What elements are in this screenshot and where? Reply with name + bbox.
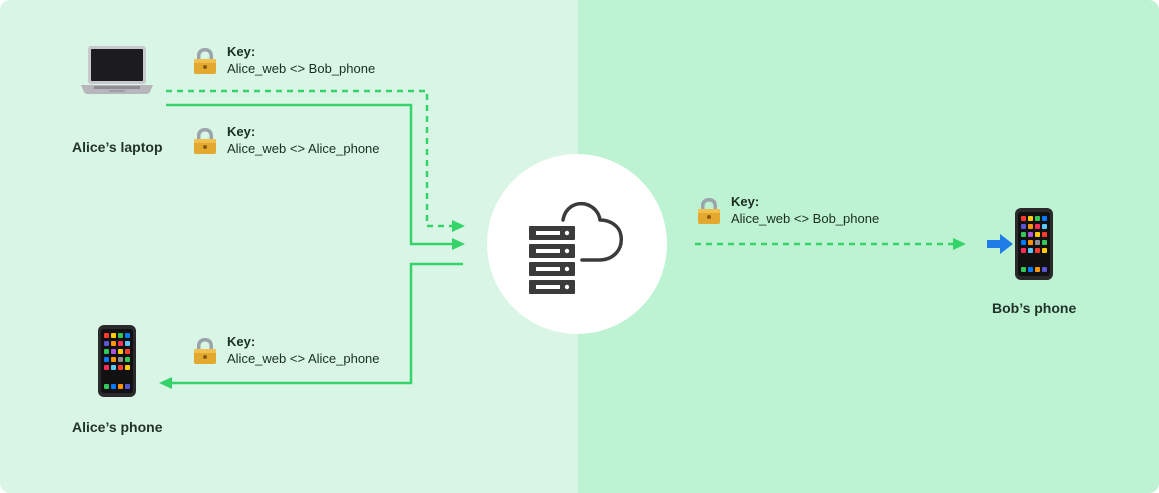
lock-icon (194, 338, 216, 364)
solid-line-server-to-alice-phone (172, 262, 463, 385)
key-title: Key: (227, 44, 256, 59)
alice-phone (97, 324, 137, 403)
bob-phone-label: Bob’s phone (992, 300, 1077, 316)
lock-icon (698, 198, 720, 224)
arrowhead-solid-laptop (452, 238, 465, 250)
key-label-server-bob: Key: Alice_web <> Bob_phone (695, 193, 879, 227)
incoming-arrow (986, 232, 1014, 261)
lock-icon (194, 128, 216, 154)
arrowhead-dashed-laptop (452, 220, 465, 232)
alice-phone-label: Alice’s phone (72, 419, 163, 435)
right-panel-background (578, 0, 1159, 493)
arrow-right-icon (987, 234, 1013, 254)
key-title: Key: (227, 334, 256, 349)
key-value: Alice_web <> Bob_phone (227, 61, 376, 76)
key-label-laptop-alice: Key: Alice_web <> Alice_phone (191, 123, 380, 157)
lock-icon (194, 48, 216, 74)
key-value: Alice_web <> Alice_phone (227, 351, 380, 366)
alice-laptop-label: Alice’s laptop (72, 139, 163, 155)
key-label-laptop-bob: Key: Alice_web <> Bob_phone (191, 43, 375, 77)
alice-laptop (80, 45, 154, 100)
solid-line-laptop-to-server (166, 103, 452, 246)
dashed-line-laptop-to-server (166, 89, 452, 228)
key-title: Key: (731, 194, 760, 209)
key-value: Alice_web <> Alice_phone (227, 141, 380, 156)
key-value: Alice_web <> Bob_phone (731, 211, 880, 226)
phone-icon (98, 325, 136, 397)
phone-icon (1015, 208, 1053, 280)
laptop-icon (81, 46, 153, 94)
server-node (487, 154, 667, 334)
bob-phone (1014, 207, 1054, 286)
arrowhead-alice-phone (159, 377, 172, 389)
arrowhead-bob-phone (953, 238, 966, 250)
key-title: Key: (227, 124, 256, 139)
server-cloud-icon (529, 201, 623, 294)
key-label-server-alice-phone: Key: Alice_web <> Alice_phone (191, 333, 380, 367)
